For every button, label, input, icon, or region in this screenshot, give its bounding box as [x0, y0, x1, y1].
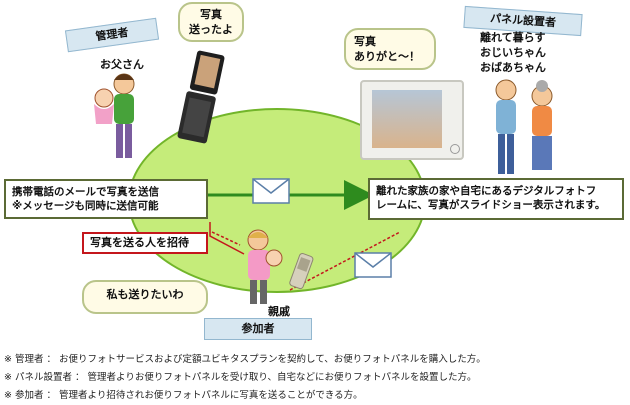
role-participant-label: 参加者 [204, 318, 312, 340]
footnote-participant: ※ 参加者 ： 管理者より招待されお便りフォトパネルに写真を送ることができる方。 [4, 390, 363, 401]
grandparents-illustration [495, 79, 553, 174]
envelope-icon [252, 178, 290, 204]
father-label: お父さん [100, 58, 144, 71]
flip-phone-illustration [177, 50, 225, 144]
speech-bubble-want-send: 私も送りたいわ [82, 280, 208, 314]
grandparents-label: 離れて暮らす おじいちゃん おばあちゃん [480, 30, 546, 75]
slideshow-line2: レームに、写真がスライドショー表示されます。 [376, 199, 606, 211]
participant-phone-illustration [289, 253, 314, 290]
footnote-admin: ※ 管理者 ： お便りフォトサービスおよび定額ユビキタスプランを契約して、お便り… [4, 354, 486, 365]
mail-send-line1: 携帯電話のメールで写真を送信 [12, 186, 159, 198]
bubble-thanks-line1: 写真 [354, 35, 376, 48]
mail-send-box: 携帯電話のメールで写真を送信 ※メッセージも同時に送信可能 [4, 179, 208, 219]
bubble-thanks-line2: ありがと～！ [354, 50, 420, 63]
bubble-sent-line2: 送ったよ [189, 23, 233, 36]
mail-send-line2: ※メッセージも同時に送信可能 [12, 200, 159, 212]
father-baby-illustration [94, 73, 135, 158]
invite-connector [209, 222, 245, 255]
baby-photo [372, 90, 442, 148]
slideshow-box: 離れた家族の家や自宅にあるデジタルフォトフ レームに、写真がスライドショー表示さ… [368, 178, 624, 220]
frame-button-icon [450, 144, 460, 154]
bubble-sent-line1: 写真 [200, 8, 222, 21]
grandparents-line2: おじいちゃん [480, 46, 546, 59]
relative-label: 親戚 [268, 305, 290, 318]
invite-box: 写真を送る人を招待 [82, 232, 208, 254]
slideshow-line1: 離れた家族の家や自宅にあるデジタルフォトフ [376, 185, 597, 197]
grandparents-line3: おばあちゃん [480, 61, 546, 74]
participant-woman-illustration [247, 229, 283, 304]
digital-photo-frame [360, 80, 464, 160]
envelope-icon [354, 252, 392, 278]
invite-dotted-line [211, 231, 241, 246]
speech-bubble-sent: 写真 送ったよ [178, 2, 244, 42]
speech-bubble-thanks: 写真 ありがと～！ [344, 28, 436, 70]
footnote-panel-installer: ※ パネル設置者 ： 管理者よりお便りフォトパネルを受け取り、自宅などにお便りフ… [4, 372, 477, 383]
grandparents-line1: 離れて暮らす [480, 31, 546, 44]
participant-dotted-line [289, 231, 401, 291]
